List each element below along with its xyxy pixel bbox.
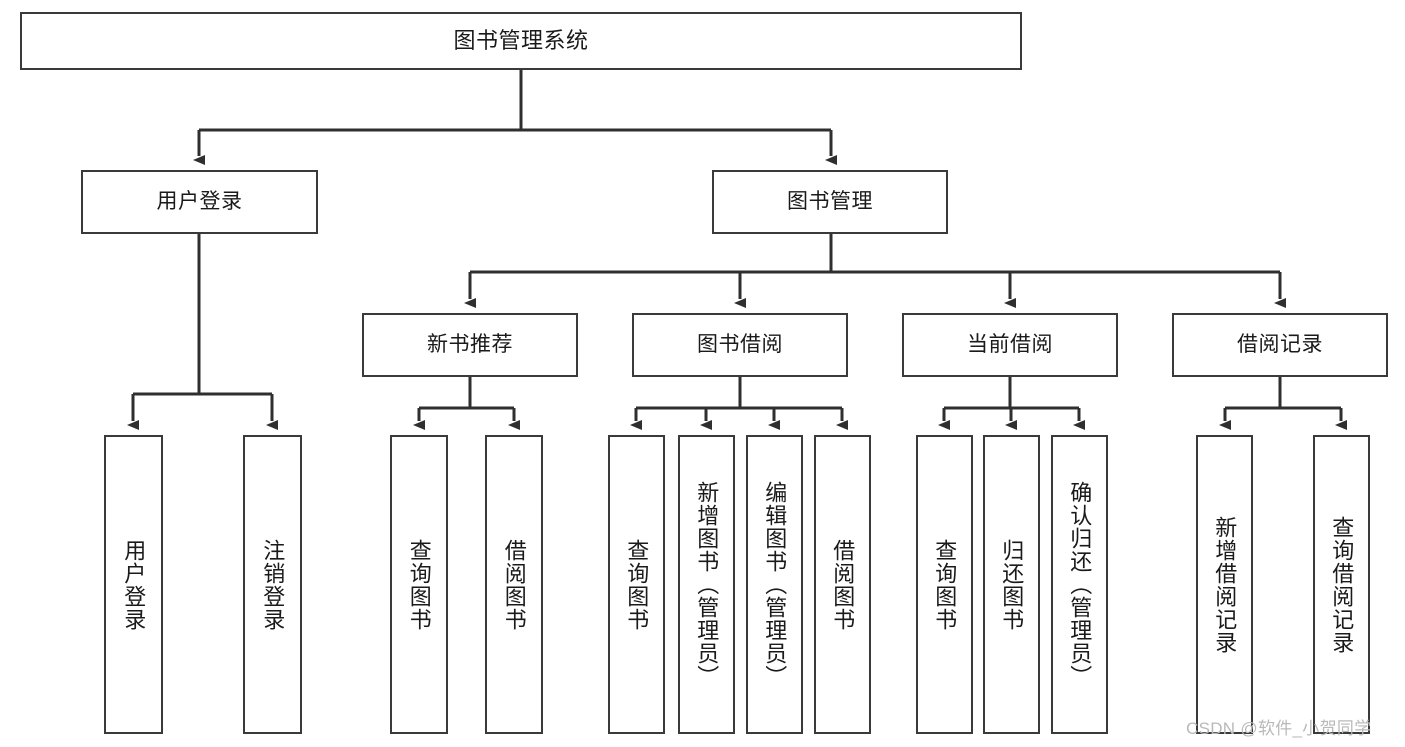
node-leaf-query-book-2[interactable]: 查询图书 xyxy=(608,435,665,734)
node-leaf-query-record[interactable]: 查询借阅记录 xyxy=(1313,435,1370,734)
node-leaf-borrow-book-2[interactable]: 借阅图书 xyxy=(814,435,871,734)
node-user-login-label: 用户登录 xyxy=(156,189,243,213)
node-book-manage[interactable]: 图书管理 xyxy=(712,170,948,234)
node-leaf-query-book-2-label: 查询图书 xyxy=(624,538,650,631)
node-leaf-edit-book-label: 编辑图书（管理员） xyxy=(762,481,788,688)
node-leaf-user-login[interactable]: 用户登录 xyxy=(104,435,163,734)
node-leaf-add-book[interactable]: 新增图书（管理员） xyxy=(678,435,735,734)
watermark: CSDN @软件_小贺同学 xyxy=(1186,719,1372,738)
node-leaf-confirm-return-label: 确认归还（管理员） xyxy=(1067,481,1093,688)
node-leaf-borrow-book-1-label: 借阅图书 xyxy=(501,538,527,631)
node-leaf-query-book-1[interactable]: 查询图书 xyxy=(390,435,448,734)
node-leaf-add-record-label: 新增借阅记录 xyxy=(1212,515,1238,654)
node-leaf-query-book-3[interactable]: 查询图书 xyxy=(916,435,973,734)
node-current-borrow[interactable]: 当前借阅 xyxy=(902,313,1118,377)
node-leaf-add-record[interactable]: 新增借阅记录 xyxy=(1196,435,1253,734)
node-user-login[interactable]: 用户登录 xyxy=(81,170,318,234)
node-root[interactable]: 图书管理系统 xyxy=(20,12,1022,70)
node-leaf-return-book[interactable]: 归还图书 xyxy=(983,435,1040,734)
node-book-manage-label: 图书管理 xyxy=(787,189,873,213)
node-leaf-confirm-return[interactable]: 确认归还（管理员） xyxy=(1051,435,1108,734)
node-leaf-logout-label: 注销登录 xyxy=(260,538,286,631)
node-leaf-edit-book[interactable]: 编辑图书（管理员） xyxy=(746,435,803,734)
node-leaf-add-book-label: 新增图书（管理员） xyxy=(694,481,720,688)
node-leaf-borrow-book-2-label: 借阅图书 xyxy=(830,538,856,631)
node-root-label: 图书管理系统 xyxy=(453,28,589,54)
node-leaf-logout[interactable]: 注销登录 xyxy=(243,435,302,734)
node-book-borrow[interactable]: 图书借阅 xyxy=(632,313,848,377)
node-current-borrow-label: 当前借阅 xyxy=(967,332,1053,356)
node-leaf-borrow-book-1[interactable]: 借阅图书 xyxy=(485,435,543,734)
node-new-book-rec-label: 新书推荐 xyxy=(427,332,513,356)
node-borrow-record[interactable]: 借阅记录 xyxy=(1172,313,1388,377)
node-new-book-rec[interactable]: 新书推荐 xyxy=(362,313,578,377)
node-leaf-return-book-label: 归还图书 xyxy=(999,538,1025,631)
node-leaf-user-login-label: 用户登录 xyxy=(121,538,147,631)
node-leaf-query-book-3-label: 查询图书 xyxy=(932,538,958,631)
node-leaf-query-book-1-label: 查询图书 xyxy=(406,538,432,631)
node-leaf-query-record-label: 查询借阅记录 xyxy=(1329,515,1355,654)
node-book-borrow-label: 图书借阅 xyxy=(697,332,783,356)
node-borrow-record-label: 借阅记录 xyxy=(1237,332,1323,356)
